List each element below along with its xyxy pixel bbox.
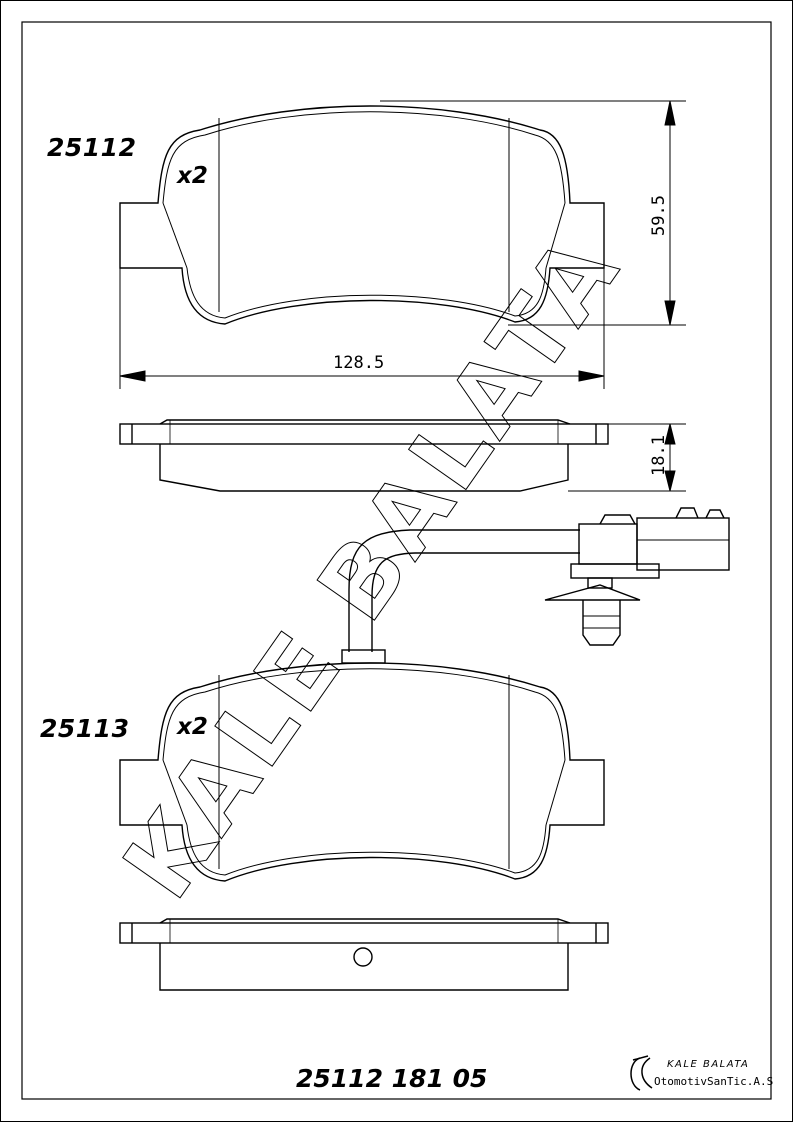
quantity-bottom: x2 <box>177 714 208 740</box>
dimension-height <box>380 100 686 326</box>
logo-company-name: KALE BALATA <box>667 1059 750 1070</box>
wear-sensor <box>341 507 730 664</box>
top-pad-side-view <box>119 419 609 492</box>
dimension-height-label: 59.5 <box>649 195 669 236</box>
bottom-pad-front-view <box>119 662 605 882</box>
logo-company-subtitle: OtomotivSanTic.A.S <box>654 1075 774 1088</box>
top-pad-front-view <box>119 105 605 325</box>
bottom-pad-side-view <box>119 918 609 991</box>
drawing-frame-inner <box>21 21 772 1100</box>
part-number-bottom: 25113 <box>40 714 130 743</box>
dimension-width-label: 128.5 <box>333 353 384 373</box>
dimension-width <box>119 268 605 389</box>
watermark-text: KALE BALATA <box>102 213 643 918</box>
quantity-top: x2 <box>177 163 208 189</box>
kale-logo-icon <box>630 1055 653 1091</box>
dimension-thickness-label: 18.1 <box>649 435 669 476</box>
watermark: KALE BALATA <box>102 212 644 918</box>
article-code: 25112 181 05 <box>296 1064 488 1093</box>
part-number-top: 25112 <box>47 133 137 162</box>
dimension-thickness <box>568 423 686 492</box>
